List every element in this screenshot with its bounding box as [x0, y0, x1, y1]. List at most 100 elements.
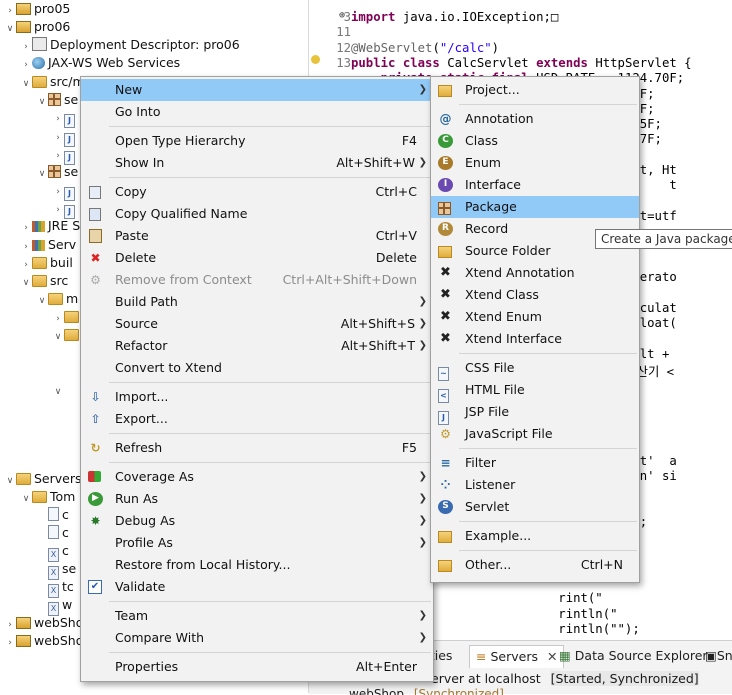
collapse-chevron-icon[interactable]: › [8, 6, 12, 16]
expand-chevron-icon[interactable]: ∨ [22, 278, 30, 288]
tree-item[interactable] [68, 417, 80, 435]
expand-chevron-icon[interactable]: ∨ [6, 476, 14, 486]
menu-item-export[interactable]: ⇧Export... [81, 408, 433, 430]
menu-item-convert-to-xtend[interactable]: Convert to Xtend [81, 357, 433, 379]
menu-item-import[interactable]: ⇩Import... [81, 386, 433, 408]
menu-item-copy-qualified-name[interactable]: Copy Qualified Name [81, 203, 433, 225]
code-line[interactable]: @WebServlet("/calc") [351, 40, 500, 55]
code-line[interactable]: import java.io.IOException;□ [351, 10, 559, 24]
menu-item-coverage-as[interactable]: Coverage As❯ [81, 466, 433, 488]
tree-item[interactable]: ›J [52, 181, 78, 201]
server-entry[interactable]: erver at localhost [Started, Synchronize… [431, 671, 699, 686]
tree-item[interactable]: ›buil [20, 254, 73, 272]
tree-item[interactable]: ›JRE S [20, 217, 80, 235]
tree-item[interactable] [68, 435, 80, 453]
menu-item-javascript-file[interactable]: ⚙JavaScript File [431, 423, 639, 445]
tree-item[interactable]: ∨ [52, 381, 64, 399]
tree-item[interactable]: ∨src [20, 272, 69, 290]
tree-item[interactable]: ∨m [36, 290, 78, 308]
menu-item-debug-as[interactable]: ✸Debug As❯ [81, 510, 433, 532]
tab-data-source-explorer[interactable]: ▦ Data Source Explorer [559, 648, 708, 663]
menu-item-profile-as[interactable]: Profile As❯ [81, 532, 433, 554]
tree-item[interactable]: c [36, 524, 69, 542]
tree-item[interactable]: ∨pro06 [4, 18, 71, 36]
menu-item-package[interactable]: Package [431, 196, 639, 218]
collapse-chevron-icon[interactable]: › [24, 242, 28, 252]
tree-item[interactable]: ›Deployment Descriptor: pro06 [20, 36, 240, 54]
close-icon[interactable]: ✕ [546, 649, 558, 664]
tab-snippets[interactable]: ▣Sn [705, 648, 732, 663]
collapse-chevron-icon[interactable]: › [56, 205, 60, 215]
collapse-chevron-icon[interactable]: › [24, 260, 28, 270]
expand-chevron-icon[interactable]: ∨ [38, 296, 46, 306]
menu-item-xtend-annotation[interactable]: ✖Xtend Annotation [431, 262, 639, 284]
expand-chevron-icon[interactable]: ∨ [38, 169, 46, 179]
tree-item[interactable]: ∨se [36, 91, 79, 109]
collapse-chevron-icon[interactable]: › [56, 187, 60, 197]
collapse-chevron-icon[interactable]: › [56, 133, 60, 143]
expand-chevron-icon[interactable]: ∨ [54, 387, 62, 397]
tree-item[interactable]: › [52, 308, 82, 326]
menu-item-annotation[interactable]: @Annotation [431, 108, 639, 130]
tree-item[interactable] [68, 453, 80, 471]
tree-item[interactable]: ∨se [36, 163, 79, 181]
menu-item-compare-with[interactable]: Compare With❯ [81, 627, 433, 649]
tree-item[interactable] [68, 399, 80, 417]
menu-item-xtend-enum[interactable]: ✖Xtend Enum [431, 306, 639, 328]
code-line[interactable]: rint(" [351, 591, 603, 606]
web-entry[interactable]: webShop [Synchronized] [349, 687, 504, 695]
menu-item-validate[interactable]: ✔Validate [81, 576, 433, 598]
code-line[interactable]: rintln(""); [351, 622, 640, 636]
fold-marker-icon[interactable]: ⊕ [339, 10, 346, 21]
code-line[interactable]: t [669, 178, 677, 193]
collapse-chevron-icon[interactable]: › [24, 223, 28, 233]
menu-item-xtend-interface[interactable]: ✖Xtend Interface [431, 328, 639, 350]
collapse-chevron-icon[interactable]: › [8, 620, 12, 630]
menu-item-xtend-class[interactable]: ✖Xtend Class [431, 284, 639, 306]
expand-chevron-icon[interactable]: ∨ [38, 97, 46, 107]
menu-item-html-file[interactable]: <HTML File [431, 379, 639, 403]
collapse-chevron-icon[interactable]: › [24, 60, 28, 70]
collapse-chevron-icon[interactable]: › [56, 114, 60, 124]
menu-item-go-into[interactable]: Go Into [81, 101, 433, 123]
menu-item-run-as[interactable]: ▶Run As❯ [81, 488, 433, 510]
tree-item[interactable]: ›webSho [4, 614, 83, 632]
collapse-chevron-icon[interactable]: › [56, 314, 60, 324]
expand-chevron-icon[interactable]: ∨ [22, 79, 30, 89]
menu-item-filter[interactable]: ≡Filter [431, 452, 639, 474]
menu-item-team[interactable]: Team❯ [81, 605, 433, 627]
menu-item-build-path[interactable]: Build Path❯ [81, 291, 433, 313]
tree-item[interactable]: ›pro05 [4, 0, 70, 18]
menu-item-listener[interactable]: ⁘Listener [431, 474, 639, 496]
collapse-chevron-icon[interactable]: › [24, 42, 28, 52]
collapse-chevron-icon[interactable]: › [8, 638, 12, 648]
menu-item-source-folder[interactable]: Source Folder [431, 240, 639, 262]
tree-item[interactable]: ›JAX-WS Web Services [20, 54, 180, 72]
tree-item[interactable]: c [36, 506, 69, 524]
collapse-chevron-icon[interactable]: › [56, 151, 60, 161]
tree-item[interactable] [68, 344, 80, 362]
code-line[interactable]: public class CalcServlet extends HttpSer… [351, 55, 692, 70]
tree-item[interactable]: ∨ [52, 326, 82, 344]
tree-item[interactable]: ›Serv [20, 236, 76, 254]
tree-item[interactable]: ›J [52, 145, 78, 165]
menu-item-new[interactable]: New❯ [81, 79, 433, 101]
tree-item[interactable]: ›J [52, 199, 78, 219]
code-line[interactable]: rintln(" [351, 606, 618, 621]
